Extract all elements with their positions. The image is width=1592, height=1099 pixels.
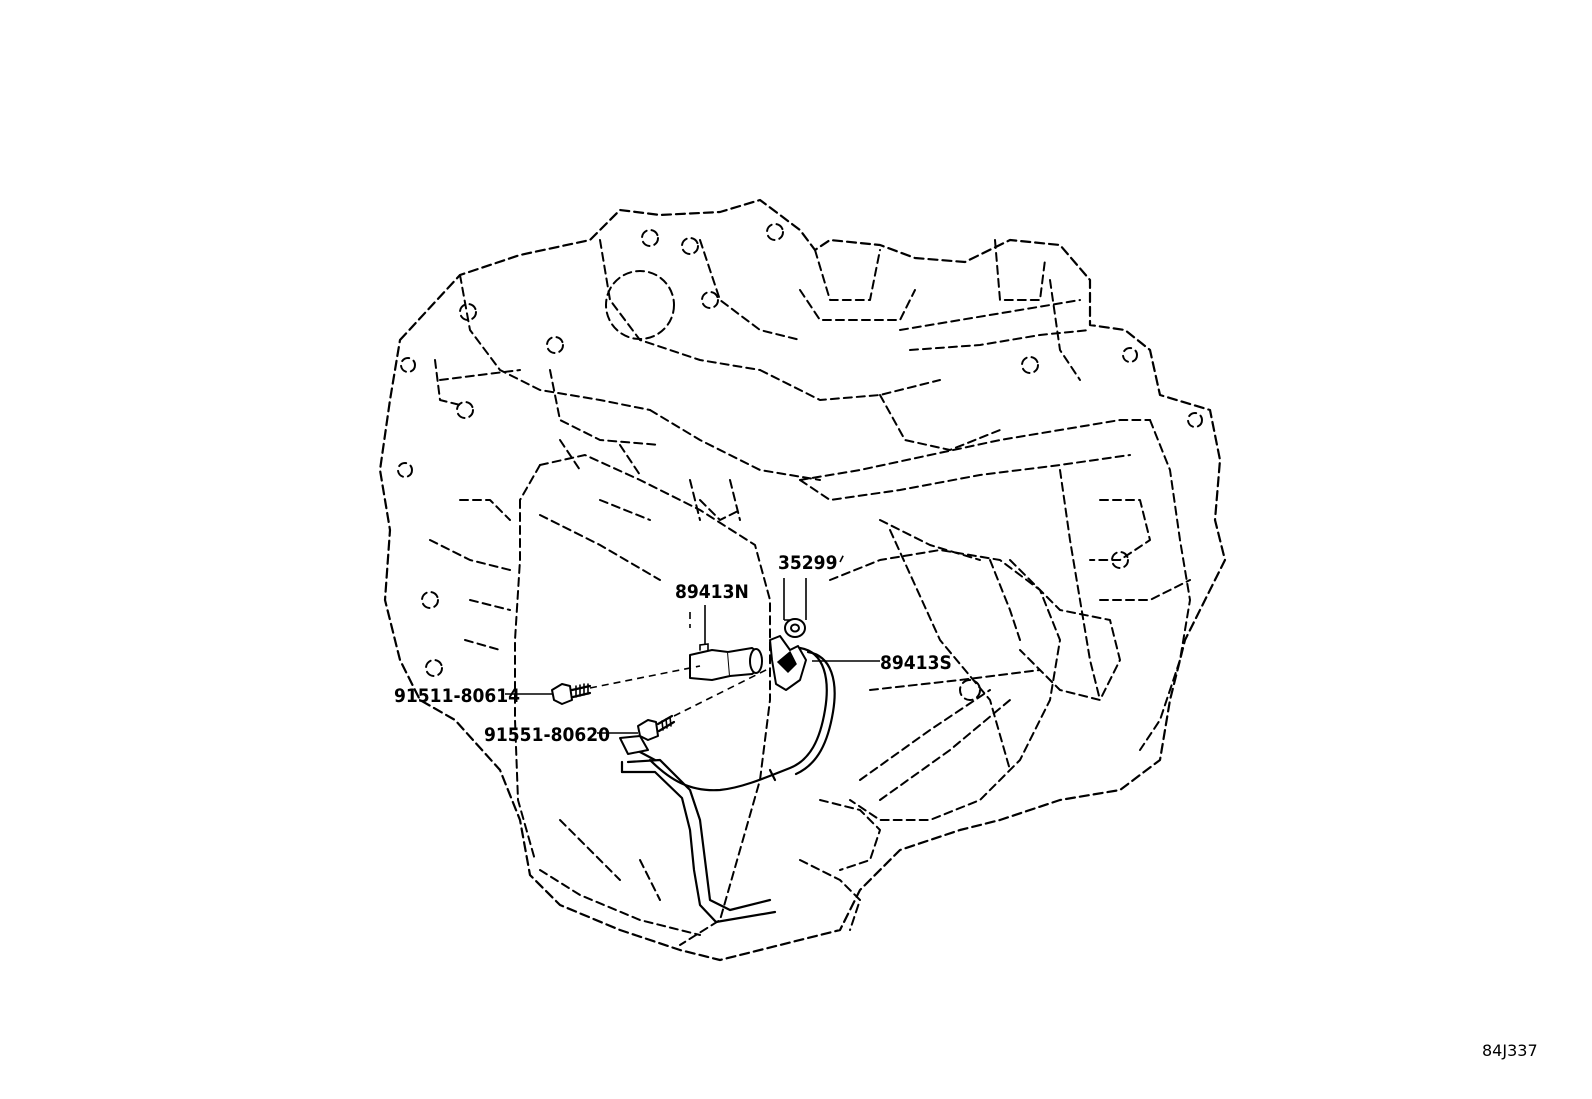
transaxle-housing — [378, 198, 1227, 962]
part-label-89413S[interactable]: 89413S — [880, 652, 952, 674]
leader-lines — [505, 551, 880, 734]
speed-sensor-89413S — [619, 635, 836, 924]
o-ring-35299 — [784, 618, 806, 638]
bolt-91551-80620 — [637, 714, 676, 741]
part-label-35299[interactable]: 35299 — [778, 552, 837, 574]
bolt-91511-80614 — [551, 683, 592, 705]
part-label-91511-80614[interactable]: 91511-80614 — [394, 685, 520, 707]
part-label-91551-80620[interactable]: 91551-80620 — [484, 724, 610, 746]
part-label-89413N[interactable]: 89413N — [675, 581, 749, 603]
illustration-code: 84J337 — [1482, 1041, 1538, 1060]
speed-sensor-89413N — [689, 643, 763, 681]
